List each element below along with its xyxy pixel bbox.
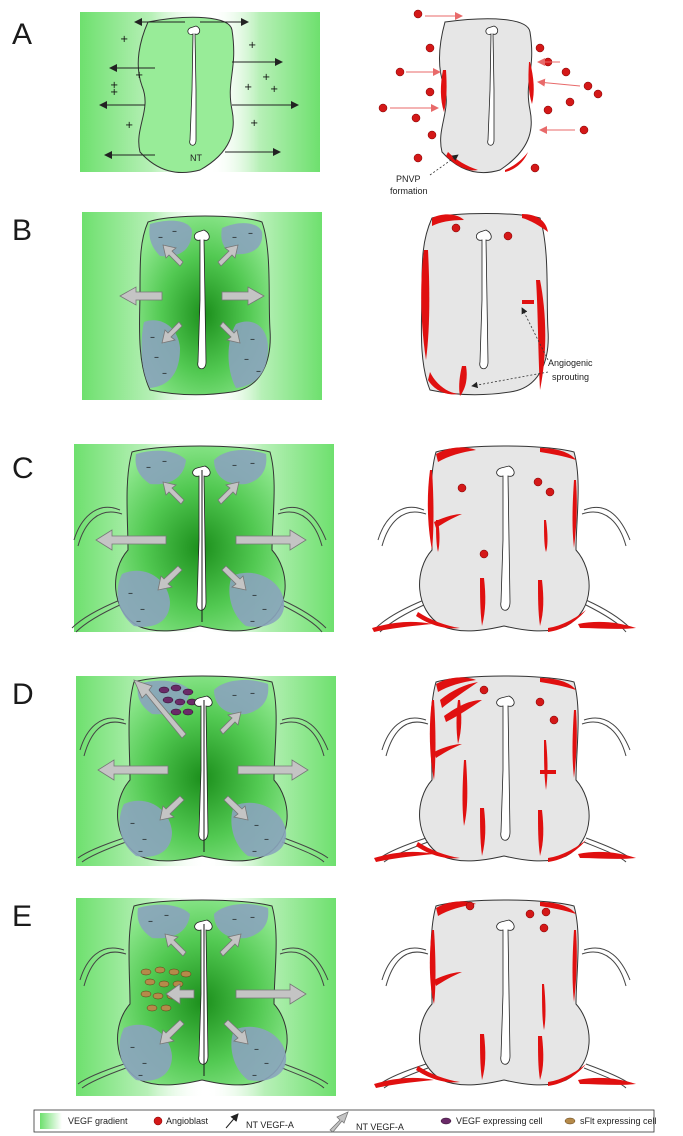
panel-d: D –– –– –– –– bbox=[12, 676, 636, 866]
svg-text:–: – bbox=[252, 846, 257, 857]
svg-text:–: – bbox=[264, 834, 269, 845]
legend-swatch-vegf-gradient bbox=[40, 1113, 62, 1129]
neural-tube-a bbox=[138, 17, 234, 172]
svg-text:–: – bbox=[254, 1044, 259, 1055]
svg-text:–: – bbox=[142, 1058, 147, 1069]
svg-text:–: – bbox=[162, 456, 167, 467]
pnvp-label-line2: formation bbox=[390, 186, 428, 196]
svg-text:–: – bbox=[172, 226, 177, 237]
svg-text:–: – bbox=[164, 910, 169, 921]
panel-b: B –– –– –– –– –– bbox=[12, 212, 593, 400]
svg-text:–: – bbox=[232, 460, 237, 471]
svg-text:–: – bbox=[250, 912, 255, 923]
svg-text:–: – bbox=[138, 1070, 143, 1081]
svg-text:–: – bbox=[142, 834, 147, 845]
svg-text:–: – bbox=[128, 588, 133, 599]
svg-text:–: – bbox=[130, 1042, 135, 1053]
svg-text:–: – bbox=[136, 616, 141, 627]
panel-letter-b: B bbox=[12, 214, 32, 247]
grey-neural-tube-a bbox=[439, 19, 531, 173]
legend-nt-vegf-thin: NT VEGF-A bbox=[246, 1120, 294, 1130]
svg-text:–: – bbox=[252, 590, 257, 601]
panel-letter-c: C bbox=[12, 452, 34, 485]
svg-text:–: – bbox=[162, 368, 167, 379]
svg-text:+: + bbox=[270, 84, 278, 95]
svg-text:–: – bbox=[148, 916, 153, 927]
svg-text:–: – bbox=[256, 366, 261, 377]
svg-text:+: + bbox=[262, 72, 270, 83]
legend-nt-vegf-thick: NT VEGF-A bbox=[356, 1122, 404, 1132]
svg-text:–: – bbox=[250, 458, 255, 469]
svg-text:–: – bbox=[250, 616, 255, 627]
legend-swatch-angioblast bbox=[154, 1117, 162, 1125]
svg-text:–: – bbox=[254, 820, 259, 831]
svg-text:–: – bbox=[250, 688, 255, 699]
svg-text:–: – bbox=[150, 332, 155, 343]
legend-swatch-sflt-cell bbox=[565, 1118, 575, 1124]
svg-text:–: – bbox=[250, 334, 255, 345]
sprouting-label-line1: Angiogenic bbox=[548, 358, 593, 368]
legend-vegf-cell: VEGF expressing cell bbox=[456, 1116, 543, 1126]
svg-text:+: + bbox=[125, 120, 133, 131]
legend-vegf-gradient: VEGF gradient bbox=[68, 1116, 128, 1126]
pnvp-label-line1: PNVP bbox=[396, 174, 421, 184]
svg-text:–: – bbox=[262, 604, 267, 615]
panel-c: C –– –– –– –– –– bbox=[12, 444, 636, 632]
legend-angioblast: Angioblast bbox=[166, 1116, 209, 1126]
svg-text:–: – bbox=[248, 228, 253, 239]
svg-text:+: + bbox=[120, 34, 128, 45]
svg-text:–: – bbox=[252, 1070, 257, 1081]
svg-text:+: + bbox=[248, 40, 256, 51]
svg-text:+: + bbox=[244, 82, 252, 93]
svg-text:–: – bbox=[232, 232, 237, 243]
legend-swatch-vegf-cell bbox=[441, 1118, 451, 1124]
svg-text:–: – bbox=[264, 1058, 269, 1069]
svg-text:–: – bbox=[138, 846, 143, 857]
svg-text:–: – bbox=[130, 818, 135, 829]
panel-letter-a: A bbox=[12, 18, 32, 51]
svg-text:–: – bbox=[158, 232, 163, 243]
sprouting-label-line2: sprouting bbox=[552, 372, 589, 382]
legend: VEGF gradient Angioblast NT VEGF-A NT VE… bbox=[34, 1110, 657, 1132]
svg-text:–: – bbox=[146, 462, 151, 473]
svg-text:–: – bbox=[140, 604, 145, 615]
svg-text:–: – bbox=[232, 914, 237, 925]
svg-text:+: + bbox=[135, 70, 143, 81]
pnvp-pointer bbox=[430, 155, 458, 175]
nt-label: NT bbox=[190, 153, 202, 163]
panel-letter-e: E bbox=[12, 900, 32, 933]
panel-letter-d: D bbox=[12, 678, 34, 711]
svg-text:–: – bbox=[154, 352, 159, 363]
svg-text:–: – bbox=[244, 354, 249, 365]
panel-e: E –– –– –– –– –– bbox=[12, 898, 636, 1096]
svg-text:–: – bbox=[232, 690, 237, 701]
svg-text:+: + bbox=[110, 80, 118, 91]
panel-a: A NT + + + + + + + + + + bbox=[12, 10, 602, 196]
svg-text:+: + bbox=[250, 118, 258, 129]
legend-sflt-cell: sFlt expressing cell bbox=[580, 1116, 657, 1126]
